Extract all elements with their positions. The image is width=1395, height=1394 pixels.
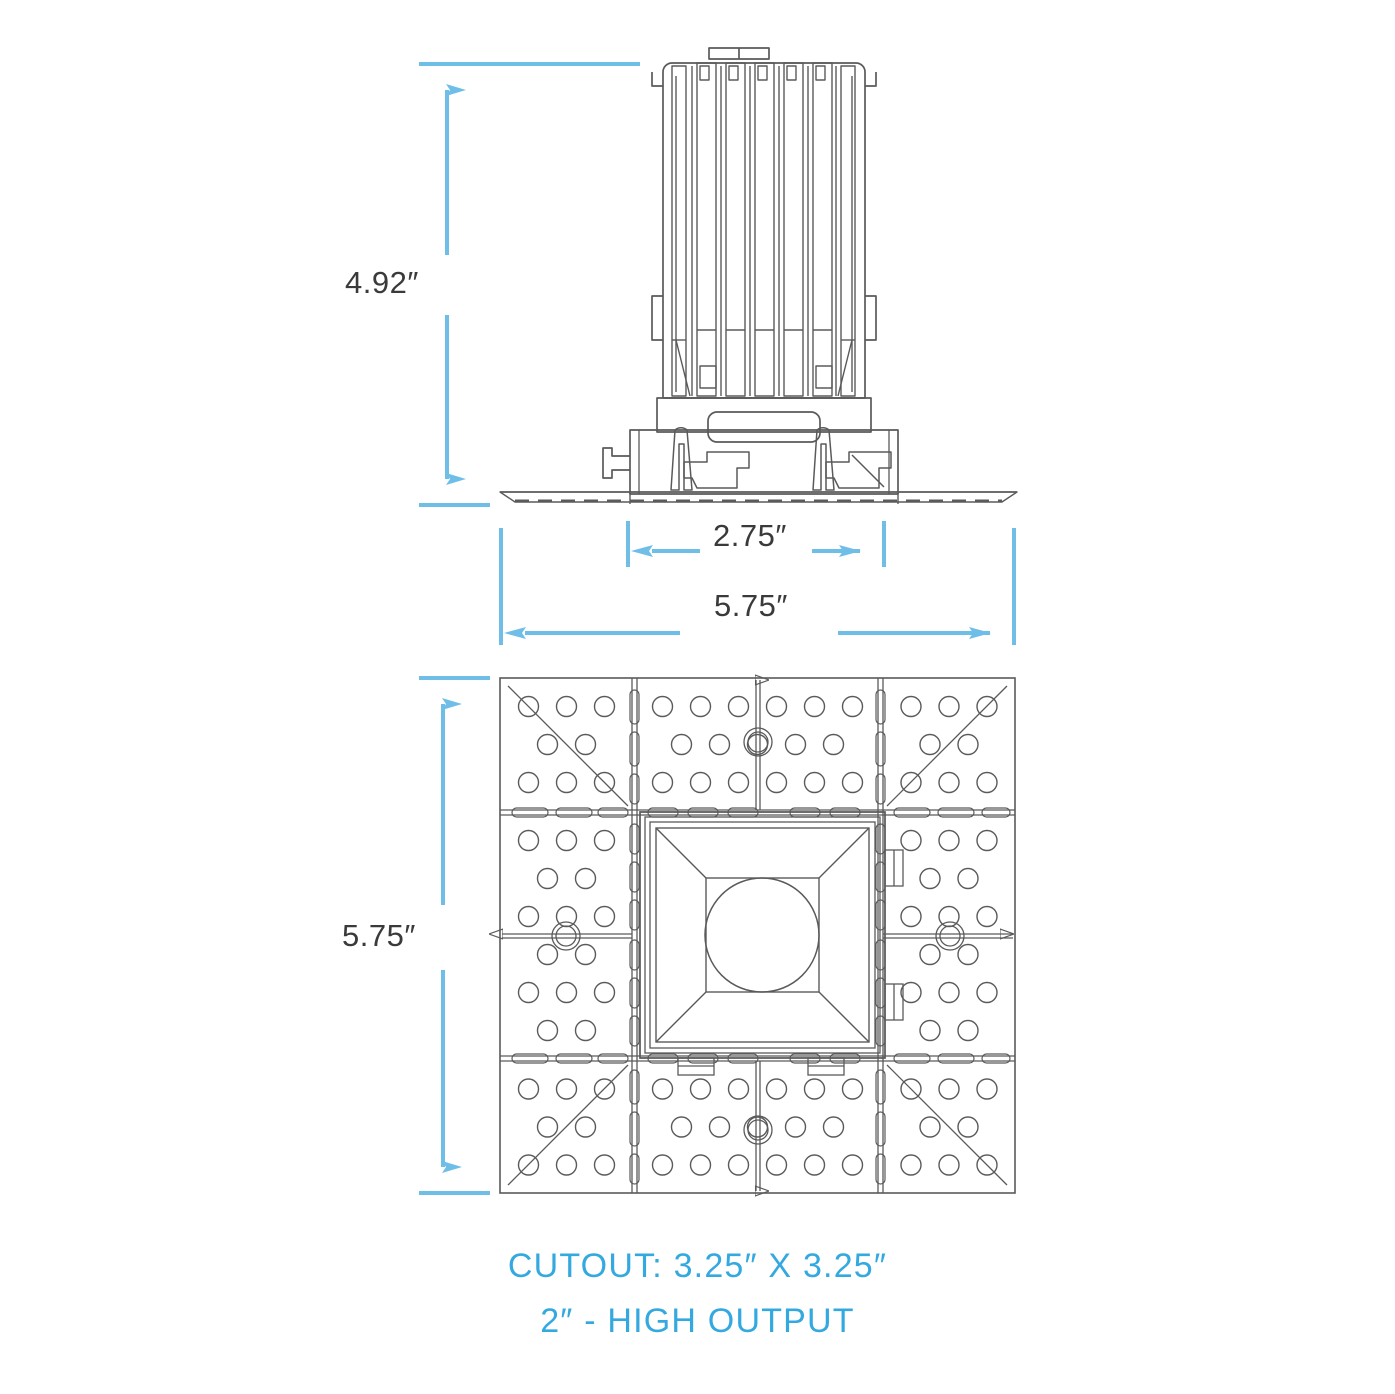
spring-clip-left	[670, 426, 750, 491]
dimension-plan-height-5-75	[419, 676, 490, 1195]
dimension-label-flange-width: 5.75″	[714, 588, 788, 623]
spring-clip-right	[812, 426, 892, 491]
dimension-flange-width-5-75	[499, 528, 1016, 645]
dimension-label-housing-width: 2.75″	[713, 518, 787, 553]
dimension-label-plan-height: 5.75″	[342, 918, 416, 953]
caption-product: 2″ - HIGH OUTPUT	[540, 1302, 855, 1340]
chamfered-reveal	[655, 827, 870, 1043]
trim-retention-tabs	[677, 849, 904, 1076]
heat-sink-fins	[651, 62, 877, 399]
score-diagonals	[507, 685, 1008, 1186]
center-lines	[502, 680, 1013, 1191]
junction-tab	[602, 447, 630, 479]
dimension-height-4-92	[419, 62, 640, 507]
dimension-annotations	[419, 62, 1016, 1195]
caption-cutout: CUTOUT: 3.25″ X 3.25″	[507, 1247, 888, 1285]
driver-housing	[656, 397, 872, 443]
center-trim-square	[639, 811, 886, 1059]
dimension-label-height: 4.92″	[345, 265, 419, 300]
side-elevation-view	[499, 47, 1018, 504]
top-tab	[708, 47, 770, 60]
plan-view	[500, 678, 1016, 1193]
dimension-housing-width-2-75	[626, 521, 886, 567]
round-aperture	[704, 877, 820, 993]
ceiling-flange	[499, 491, 1018, 504]
perforated-mudring-panels	[517, 695, 998, 1176]
mounting-frame	[629, 429, 899, 495]
